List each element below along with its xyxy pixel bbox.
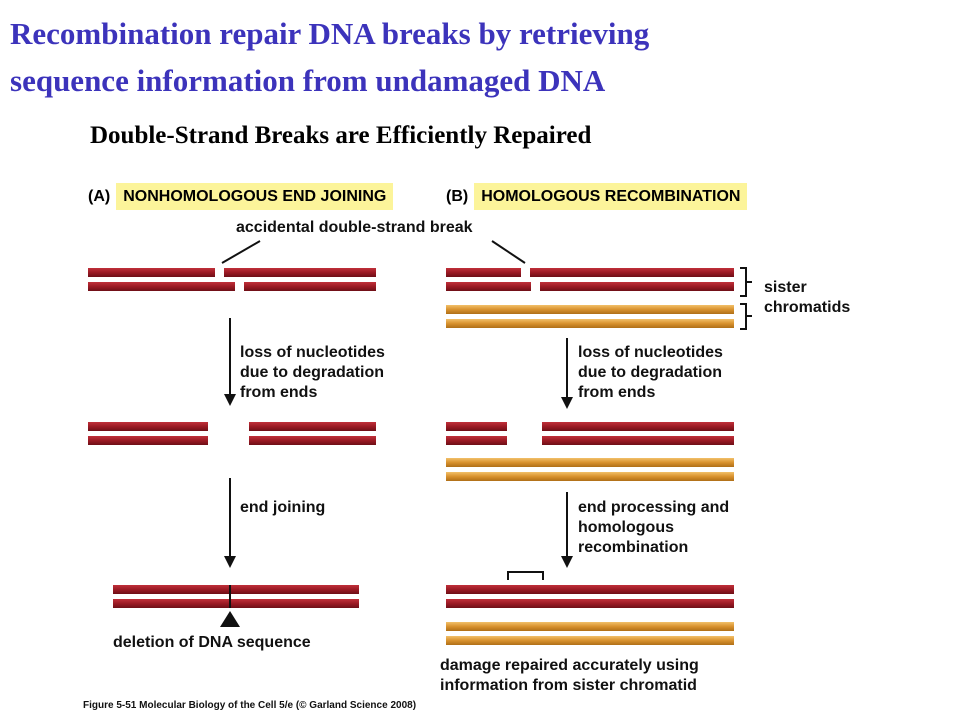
strand-segment — [88, 436, 208, 445]
deletion-label: deletion of DNA sequence — [113, 634, 311, 651]
sister-strand — [446, 305, 734, 314]
strand-segment — [540, 282, 734, 291]
break-label: accidental double-strand break — [236, 219, 473, 236]
figure-caption: Figure 5-51 Molecular Biology of the Cel… — [83, 700, 417, 711]
sister-strand — [446, 458, 734, 467]
process-arrows — [224, 318, 573, 568]
panel-b-dna-degraded — [446, 422, 734, 481]
strand-segment — [446, 282, 531, 291]
panel-a-dna-degraded — [88, 422, 376, 445]
sister-strand — [446, 472, 734, 481]
slide-subtitle: Double-Strand Breaks are Efficiently Rep… — [90, 122, 592, 149]
panel-b-header: (B) HOMOLOGOUS RECOMBINATION — [446, 183, 748, 210]
strand-segment — [446, 268, 521, 277]
strand-segment — [249, 436, 376, 445]
panel-a-dna-broken — [88, 268, 376, 291]
end-joining-label: end joining — [240, 499, 326, 516]
strand-segment — [113, 585, 359, 594]
strand-segment — [244, 282, 376, 291]
strand-segment — [446, 599, 734, 608]
strand-segment — [88, 422, 208, 431]
strand-segment — [446, 422, 507, 431]
strand-segment — [113, 599, 359, 608]
strand-segment — [88, 282, 235, 291]
strand-segment — [530, 268, 734, 277]
sister-strand — [446, 319, 734, 328]
sister-strand — [446, 622, 734, 631]
panel-b-name: HOMOLOGOUS RECOMBINATION — [474, 183, 748, 210]
slide-title: Recombination repair DNA breaks by retri… — [10, 10, 910, 104]
panel-a-letter: (A) — [88, 188, 111, 205]
strand-segment — [224, 268, 376, 277]
end-processing-label: end processing and homologous recombinat… — [578, 499, 730, 556]
panel-b-dna-broken — [446, 268, 734, 328]
repair-region-bracket — [507, 571, 544, 580]
strand-segment — [542, 422, 734, 431]
slide-title-line-2: sequence information from undamaged DNA — [10, 63, 606, 98]
strand-segment — [446, 585, 734, 594]
panel-b-dna-repaired — [446, 571, 734, 645]
loss-label-a: loss of nucleotides due to degradation f… — [240, 344, 385, 401]
panel-b-letter: (B) — [446, 188, 469, 205]
sister-chromatid-bracket — [740, 267, 752, 330]
sister-chromatids-label: sister chromatids — [764, 279, 851, 316]
sister-strand — [446, 636, 734, 645]
strand-segment — [446, 436, 507, 445]
strand-segment — [542, 436, 734, 445]
slide-title-line-1: Recombination repair DNA breaks by retri… — [10, 16, 650, 51]
panel-a-name: NONHOMOLOGOUS END JOINING — [116, 183, 394, 210]
loss-label-b: loss of nucleotides due to degradation f… — [578, 344, 723, 401]
break-pointer — [221, 240, 526, 264]
panel-a-header: (A) NONHOMOLOGOUS END JOINING — [88, 183, 394, 210]
panel-a-dna-joined — [113, 585, 359, 627]
repaired-label: damage repaired accurately using informa… — [440, 657, 699, 694]
strand-segment — [249, 422, 376, 431]
strand-segment — [88, 268, 215, 277]
deletion-marker-icon — [220, 611, 240, 627]
